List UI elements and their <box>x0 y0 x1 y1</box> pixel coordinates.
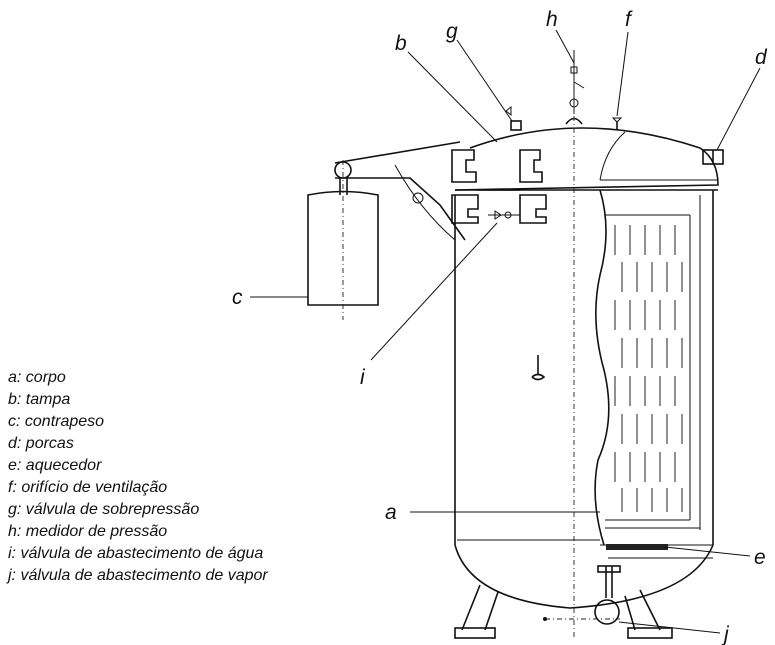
callout-a: a <box>385 501 397 524</box>
legs-and-steam-valve <box>454 565 673 639</box>
inner-indicator <box>531 355 546 381</box>
legend-item-a: a: corpo <box>8 369 66 386</box>
heater-element <box>606 544 668 550</box>
legend-item-f: f: orifício de ventilação <box>8 479 167 496</box>
legend-item-h: h: medidor de pressão <box>8 523 167 540</box>
cutaway-basket <box>594 189 713 559</box>
callout-j: j <box>721 623 730 645</box>
legend-item-e: e: aquecedor <box>8 457 102 474</box>
callout-f: f <box>625 8 633 31</box>
legend: a: corpo b: tampa c: contrapeso d: porca… <box>6 369 268 584</box>
callout-e: e <box>754 546 766 569</box>
callout-h: h <box>546 8 558 31</box>
legend-item-b: b: tampa <box>8 391 70 408</box>
legend-item-i: i: válvula de abastecimento de água <box>8 545 263 562</box>
vessel-lid <box>454 127 719 191</box>
callout-i: i <box>360 366 366 389</box>
callout-b: b <box>395 32 407 55</box>
top-fittings <box>505 50 623 131</box>
callout-g: g <box>446 20 458 43</box>
lid-nuts <box>702 149 724 165</box>
lid-clamps <box>451 149 547 224</box>
water-supply-valve <box>488 210 520 220</box>
callout-d: d <box>755 46 768 69</box>
legend-item-c: c: contrapeso <box>8 413 104 430</box>
callout-leaders <box>250 29 761 634</box>
vessel-body <box>454 190 714 609</box>
legend-item-d: d: porcas <box>8 435 74 452</box>
legend-item-j: j: válvula de abastecimento de vapor <box>6 567 268 584</box>
legend-item-g: g: válvula de sobrepressão <box>8 501 199 518</box>
callout-c: c <box>232 286 243 309</box>
counterweight-assembly <box>307 141 466 320</box>
